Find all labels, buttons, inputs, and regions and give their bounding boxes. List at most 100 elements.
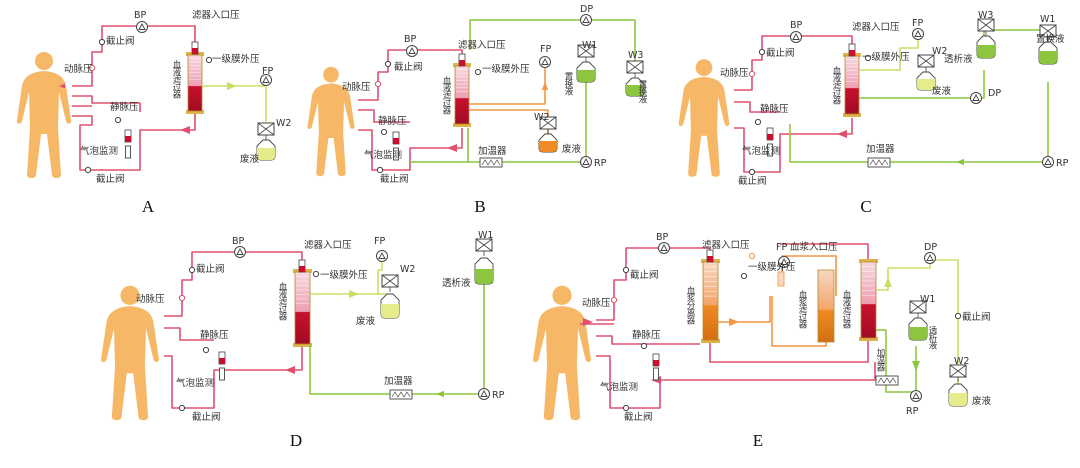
hemofilter: [453, 63, 471, 127]
rp-pump: [910, 390, 922, 402]
w1-scale: [577, 44, 595, 62]
clamp-bottom-gauge: [84, 166, 92, 174]
label-bp: BP: [656, 232, 669, 243]
arterial-branch: [72, 95, 141, 112]
arterial-line: [596, 247, 711, 321]
filtrate-line: [859, 40, 919, 71]
panel-letter-b: B: [474, 197, 485, 216]
label-venous-pressure: 静脉压: [110, 101, 139, 113]
w3-scale: [626, 60, 644, 78]
fp-pump: [539, 56, 551, 68]
label-filter-inlet: 滤器入口压: [702, 239, 750, 251]
label-heater: 加温器: [478, 146, 507, 157]
w3-scale: [977, 18, 995, 36]
label-replacement: 置换液: [563, 72, 573, 96]
tmp-gauge: [740, 272, 748, 280]
heater: [875, 375, 899, 386]
patient-body: [101, 285, 159, 421]
label-arterial-pressure: 动脉压: [64, 63, 93, 75]
label-bp: BP: [232, 236, 245, 247]
hemofilter: [293, 269, 312, 347]
label-heater: 加温器: [866, 144, 895, 155]
label-arterial-pressure: 动脉压: [720, 67, 749, 79]
label-replacement: 置换液: [1036, 33, 1065, 45]
venous-drip-chamber: [652, 353, 660, 367]
label-clamp-top: 截止阀: [106, 35, 135, 47]
separator-to-filter: [709, 338, 869, 363]
label-clamp-top: 截止阀: [630, 269, 659, 281]
waste-bag: [948, 383, 968, 407]
dialysate-arrow: [436, 390, 444, 398]
label-venous-pressure: 静脉压: [200, 329, 229, 341]
label-w2: W2: [276, 118, 291, 129]
bp-pump: [136, 21, 148, 33]
dp-pump: [924, 252, 936, 264]
venous-drip-chamber: [124, 129, 132, 143]
label-fp: FP: [776, 242, 787, 253]
label-bubble: 气泡监测: [364, 149, 402, 161]
label-w2: W2: [932, 46, 947, 57]
venous-pressure-gauge: [114, 116, 122, 124]
arterial-line: [358, 49, 463, 101]
bubble-detector: [393, 147, 399, 161]
fp-pump: [376, 250, 388, 262]
label-plasma-separator: 血浆分离器: [685, 285, 695, 325]
label-filter: 血液滤过器: [441, 75, 451, 115]
label-dp: DP: [988, 88, 1001, 99]
label-arterial-pressure: 动脉压: [582, 297, 611, 309]
clamp-bottom-gauge: [376, 166, 384, 174]
clamp-top-gauge: [758, 48, 766, 56]
dp-pump: [970, 92, 982, 104]
arterial-line: [734, 35, 853, 91]
label-filter: 血液滤过器: [277, 281, 287, 321]
label-replacement-2: 置换液: [637, 80, 647, 104]
label-fp: FP: [912, 18, 923, 29]
w1-scale: [475, 238, 493, 256]
waste-bag: [538, 133, 558, 153]
label-tmp: 一级膜外压: [862, 51, 910, 63]
clamp-bottom-gauge: [748, 168, 756, 176]
label-filter: 血液滤过器: [831, 65, 841, 105]
label-dialysate: 透析液: [944, 53, 973, 65]
plasma-arrow: [729, 318, 739, 326]
arterial-pressure-gauge: [178, 294, 186, 302]
arrow-left-arterial: [59, 83, 65, 89]
label-tmp: 一级膜外压: [212, 53, 260, 65]
replacement-line: [467, 82, 587, 163]
replacement-bag: [1038, 41, 1058, 65]
arterial-pressure-gauge: [88, 64, 96, 72]
venous-drip-chamber: [218, 351, 226, 365]
plasma-line: [718, 296, 771, 323]
fp-pump: [778, 256, 790, 268]
panel-letter-a: A: [142, 197, 155, 216]
label-clamp-bottom: 截止阀: [380, 173, 409, 185]
w1-scale: [1039, 24, 1057, 42]
tmp-gauge: [312, 270, 320, 278]
label-arterial-pressure: 动脉压: [136, 293, 165, 305]
heater: [479, 157, 503, 168]
label-dialysate: 透析液: [442, 277, 471, 289]
dialysate-bag: [908, 317, 928, 341]
label-bubble: 气泡监测: [80, 145, 118, 157]
arterial-branch: [358, 109, 410, 123]
label-fp: FP: [540, 44, 551, 55]
replacement-line: [789, 82, 1049, 163]
label-plasma-inlet: 血浆入口压: [790, 241, 838, 253]
drip-chamber: [298, 259, 306, 273]
replacement-line-2: [586, 19, 636, 64]
w2-scale: [917, 54, 935, 72]
replacement-bag-2: [625, 77, 645, 97]
label-heater: 加温器: [875, 347, 885, 372]
venous-arrow: [180, 126, 190, 134]
heater: [867, 157, 891, 168]
arterial-pressure-gauge: [748, 70, 756, 78]
plasma-separator: [701, 259, 720, 343]
venous-pressure-gauge: [202, 346, 210, 354]
